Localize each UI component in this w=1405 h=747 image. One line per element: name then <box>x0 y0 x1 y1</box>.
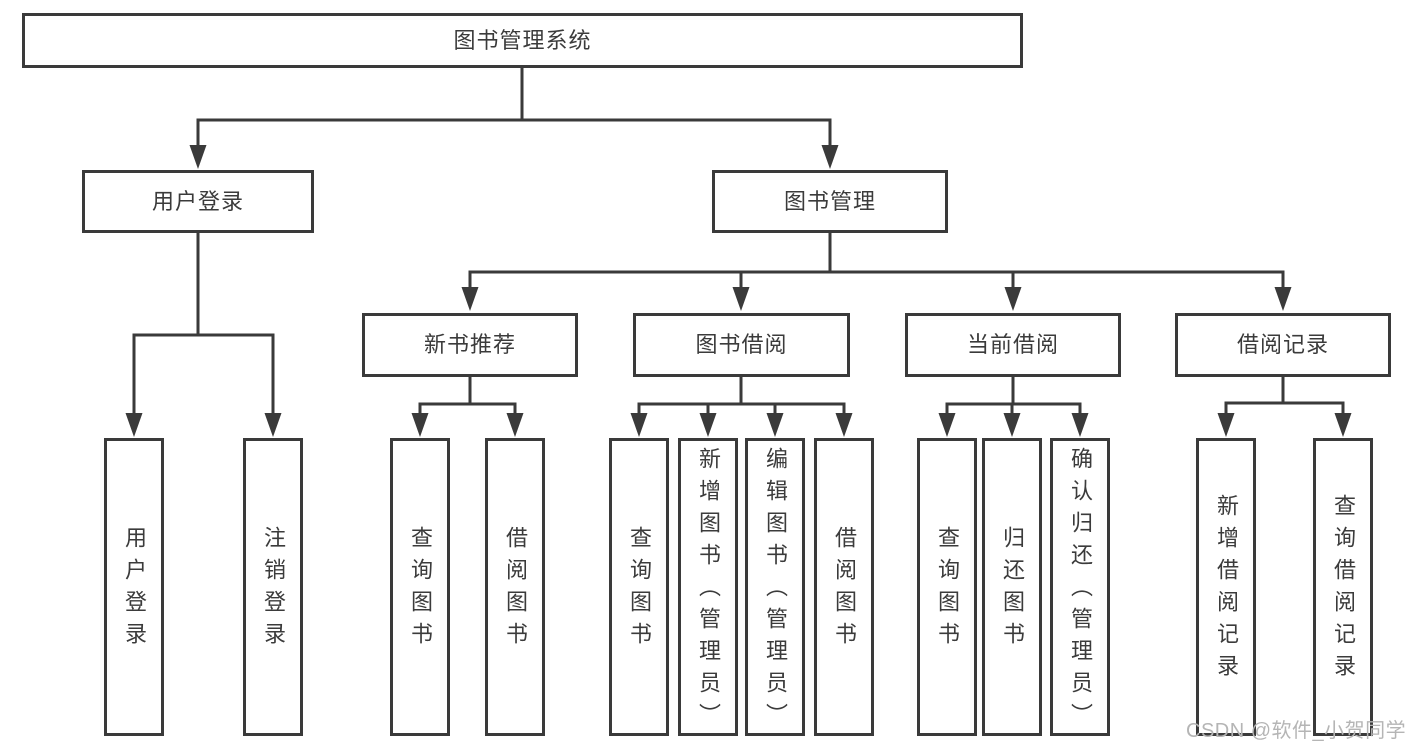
leaf-borrow-add-book-admin: 新增图书（管理员） <box>678 438 738 736</box>
node-book-borrow: 图书借阅 <box>633 313 850 377</box>
arrowhead <box>821 145 839 169</box>
arrowhead <box>125 413 143 437</box>
arrowhead <box>189 145 207 169</box>
connector-book-mgmt-children <box>461 231 1292 311</box>
leaf-logout: 注销登录 <box>243 438 303 736</box>
leaf-newbooks-query-book: 查询图书 <box>390 438 450 736</box>
leaf-current-confirm-return-admin: 确认归还（管理员） <box>1050 438 1110 736</box>
arrowhead <box>630 413 648 437</box>
arrowhead <box>1334 413 1352 437</box>
arrowhead <box>835 413 853 437</box>
leaf-borrow-query-book: 查询图书 <box>609 438 669 736</box>
connector-borrow-records-children <box>1217 375 1352 437</box>
arrowhead <box>264 413 282 437</box>
arrowhead <box>411 413 429 437</box>
leaf-records-add-record: 新增借阅记录 <box>1196 438 1256 736</box>
arrowhead <box>938 413 956 437</box>
node-book-management: 图书管理 <box>712 170 948 233</box>
arrowhead <box>732 287 750 311</box>
arrowhead <box>461 287 479 311</box>
arrowhead <box>1004 287 1022 311</box>
node-borrow-records: 借阅记录 <box>1175 313 1391 377</box>
connector-user-login-children <box>125 231 282 437</box>
connector-book-borrow-children <box>630 375 853 437</box>
connector-root-to-level2 <box>189 66 839 169</box>
leaf-current-return-book: 归还图书 <box>982 438 1042 736</box>
node-new-book-recommend: 新书推荐 <box>362 313 578 377</box>
node-current-borrow: 当前借阅 <box>905 313 1121 377</box>
connector-current-borrow-children <box>938 375 1089 437</box>
leaf-records-query-record: 查询借阅记录 <box>1313 438 1373 736</box>
leaf-newbooks-borrow-book: 借阅图书 <box>485 438 545 736</box>
leaf-borrow-edit-book-admin: 编辑图书（管理员） <box>745 438 805 736</box>
node-user-login: 用户登录 <box>82 170 314 233</box>
leaf-current-query-book: 查询图书 <box>917 438 977 736</box>
arrowhead <box>1071 413 1089 437</box>
leaf-user-login: 用户登录 <box>104 438 164 736</box>
arrowhead <box>766 413 784 437</box>
connector-new-books-children <box>411 375 524 437</box>
arrowhead <box>1003 413 1021 437</box>
csdn-watermark: CSDN @软件_小贺同学 <box>1186 720 1405 742</box>
arrowhead <box>1274 287 1292 311</box>
arrowhead <box>1217 413 1235 437</box>
arrowhead <box>506 413 524 437</box>
node-system-root: 图书管理系统 <box>22 13 1023 68</box>
arrowhead <box>699 413 717 437</box>
leaf-borrow-borrow-book: 借阅图书 <box>814 438 874 736</box>
